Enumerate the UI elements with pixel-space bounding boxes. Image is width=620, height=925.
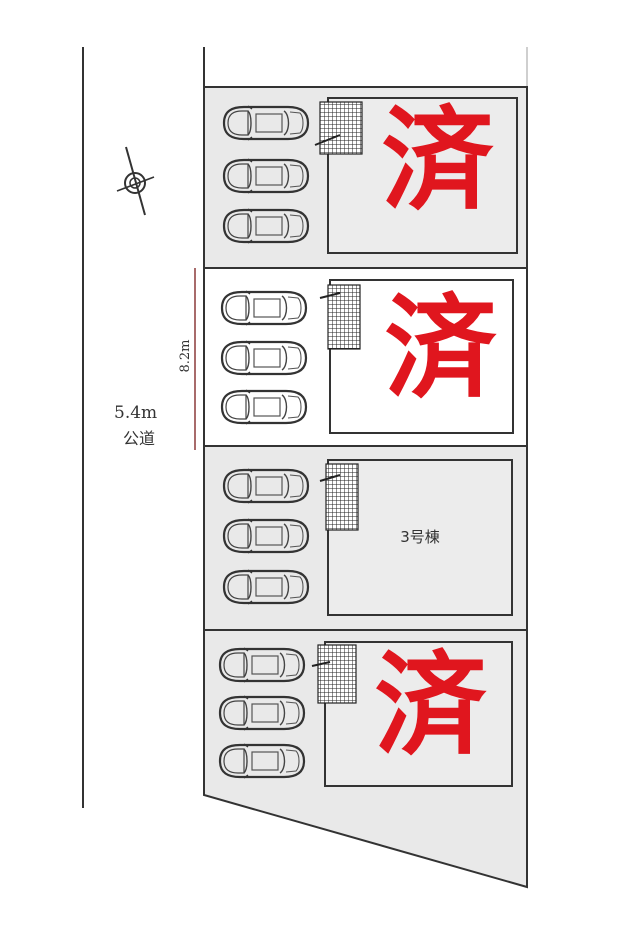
- lot-2: [203, 267, 528, 447]
- road-width-label: 5.4m: [114, 403, 158, 423]
- lot-4: [203, 629, 528, 889]
- compass-icon: [116, 146, 155, 216]
- lot-4-sold-mark: 済: [374, 641, 487, 771]
- frontage-dimension-label: 8.2m: [178, 339, 193, 373]
- lot-1: [203, 86, 528, 269]
- lot-2-sold-mark: 済: [384, 284, 497, 414]
- lot-1-sold-mark: 済: [381, 96, 494, 226]
- lot-3: [203, 445, 528, 631]
- road-type-label: 公道: [123, 429, 156, 448]
- lot-3-building-label: 3号棟: [400, 528, 440, 546]
